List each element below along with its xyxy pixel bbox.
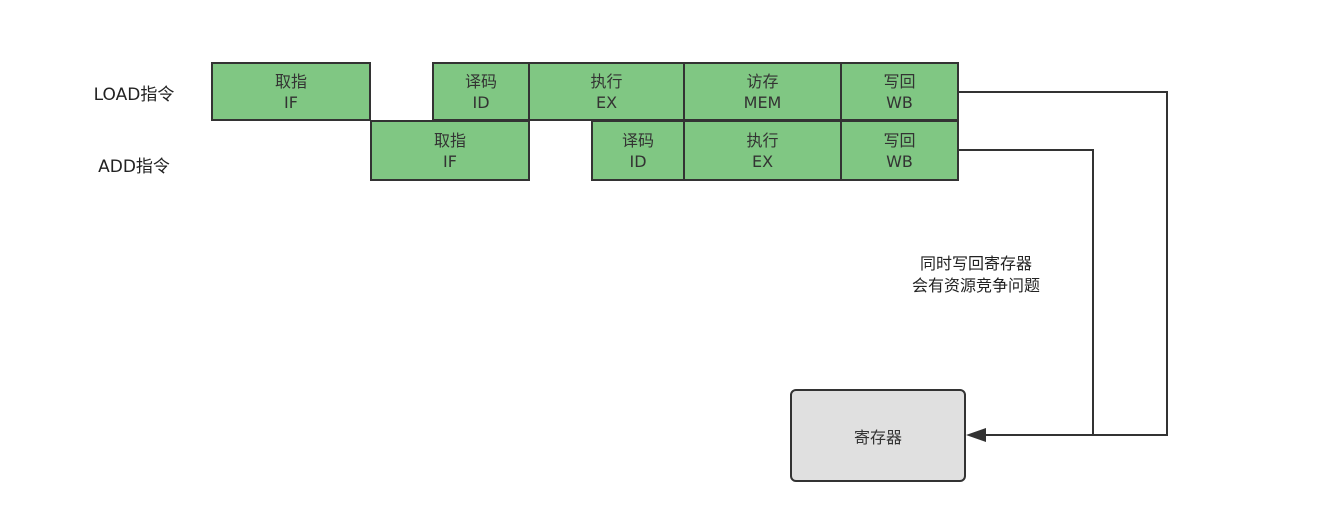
add-stage-ex: 执行 EX bbox=[683, 120, 842, 181]
load-stage-if: 取指 IF bbox=[211, 62, 371, 121]
stage-abbrev: IF bbox=[284, 92, 298, 112]
stage-name: 译码 bbox=[621, 130, 654, 150]
add-stage-wb: 写回 WB bbox=[840, 120, 959, 181]
stage-abbrev: EX bbox=[751, 151, 774, 171]
stage-name: 执行 bbox=[746, 130, 779, 150]
stage-abbrev: WB bbox=[886, 151, 913, 171]
stage-name: 访存 bbox=[746, 71, 779, 91]
load-stage-ex: 执行 EX bbox=[528, 62, 685, 121]
add-writeback-connector bbox=[959, 149, 1094, 435]
stage-name: 执行 bbox=[590, 71, 623, 91]
stage-abbrev: ID bbox=[629, 151, 647, 171]
load-writeback-connector bbox=[959, 91, 1168, 436]
stage-abbrev: WB bbox=[886, 92, 913, 112]
arrowhead-icon bbox=[966, 428, 986, 442]
resource-conflict-note: 同时写回寄存器 会有资源竞争问题 bbox=[876, 253, 1076, 297]
stage-abbrev: ID bbox=[472, 92, 490, 112]
stage-name: 取指 bbox=[274, 71, 307, 91]
register-label: 寄存器 bbox=[853, 427, 902, 447]
add-instruction-label: ADD指令 bbox=[98, 157, 170, 177]
stage-name: 译码 bbox=[464, 71, 497, 91]
load-stage-id: 译码 ID bbox=[432, 62, 530, 121]
load-instruction-label: LOAD指令 bbox=[93, 85, 175, 105]
note-line-2: 会有资源竞争问题 bbox=[911, 276, 1040, 295]
stage-abbrev: EX bbox=[595, 92, 618, 112]
stage-name: 写回 bbox=[883, 130, 916, 150]
stage-name: 取指 bbox=[433, 130, 466, 150]
note-line-1: 同时写回寄存器 bbox=[919, 254, 1032, 273]
stage-abbrev: MEM bbox=[743, 92, 782, 112]
add-stage-if: 取指 IF bbox=[370, 120, 530, 181]
stage-abbrev: IF bbox=[443, 151, 457, 171]
register-file-box: 寄存器 bbox=[790, 389, 966, 482]
add-stage-id: 译码 ID bbox=[591, 120, 685, 181]
stage-name: 写回 bbox=[883, 71, 916, 91]
